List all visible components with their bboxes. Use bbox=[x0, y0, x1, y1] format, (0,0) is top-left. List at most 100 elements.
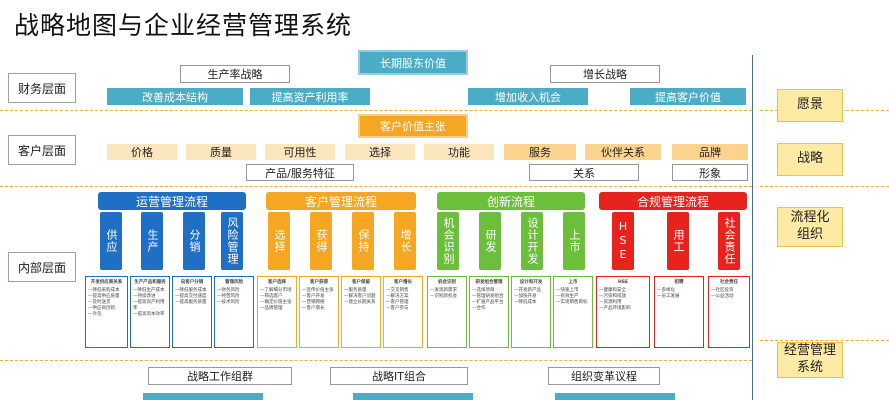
detail-line: —服务质量 bbox=[344, 288, 367, 293]
detail-title: 生产产品和服务 bbox=[134, 280, 166, 285]
detail-line: —客户参与 bbox=[386, 306, 409, 311]
bottom-item: 战略IT组合 bbox=[330, 367, 468, 385]
side-label-mgmt-system: 经营管理系统 bbox=[777, 342, 843, 378]
detail-line: —发现新需求 bbox=[430, 288, 457, 293]
customer-attribute: 品牌 bbox=[672, 144, 748, 160]
growth-strategy: 增长战略 bbox=[550, 65, 660, 83]
process-detail: 向客户分销 —降低服务成本—提高交付速度—提高服务质量 bbox=[172, 276, 212, 348]
detail-title: 客户获得 bbox=[310, 280, 328, 285]
customer-group-image: 形象 bbox=[672, 164, 748, 181]
detail-line: —提高资本效率 bbox=[133, 312, 165, 317]
detail-line: —降低生产成本 bbox=[133, 288, 165, 293]
financial-item: 增加收入机会 bbox=[468, 88, 588, 105]
process-step: 供应 bbox=[100, 212, 122, 270]
process-step: 分销 bbox=[183, 212, 205, 270]
divider-internal bbox=[0, 360, 752, 361]
process-step: 风险管理 bbox=[221, 212, 243, 270]
process-step: 上市 bbox=[563, 212, 585, 270]
process-step: 获得 bbox=[310, 212, 332, 270]
side-label-process-org: 流程化组织 bbox=[777, 207, 843, 247]
process-detail: 开发供应商关系—降低采购成本—提高供应质量—及时送货—供应商创新—外包 bbox=[85, 276, 128, 348]
detail-title: 研发组合管理 bbox=[475, 280, 503, 285]
detail-line: —识别新机会 bbox=[430, 294, 457, 299]
bottom-stub bbox=[353, 393, 473, 400]
process-step: 增长 bbox=[394, 212, 416, 270]
process-step: 社会责任 bbox=[718, 212, 740, 270]
productivity-strategy: 生产率战略 bbox=[180, 65, 290, 83]
detail-title: 上市 bbox=[568, 280, 578, 285]
detail-title: 客户增长 bbox=[394, 280, 412, 285]
row-label-internal: 内部层面 bbox=[8, 252, 76, 282]
detail-line: —快速上市 bbox=[556, 288, 579, 293]
detail-title: HSE bbox=[617, 280, 629, 285]
detail-line: —解决客户问题 bbox=[344, 294, 376, 299]
customer-attribute: 质量 bbox=[186, 144, 256, 160]
detail-title: 机会识别 bbox=[438, 280, 456, 285]
detail-line: —外包 bbox=[88, 312, 102, 317]
side-label-strategy: 战略 bbox=[777, 143, 843, 176]
process-detail: 客户选择—了解细分市场—筛选客户—确定价值主张—品牌管理 bbox=[257, 276, 297, 348]
detail-line: —公益活动 bbox=[711, 294, 734, 299]
detail-line: —降低成本 bbox=[514, 300, 537, 305]
detail-line: —提高供应质量 bbox=[88, 294, 120, 299]
customer-attribute: 选择 bbox=[345, 144, 415, 160]
detail-line: —技术风险 bbox=[217, 300, 240, 305]
process-detail: 机会识别 —发现新需求—识别新机会 bbox=[427, 276, 467, 348]
detail-line: —交叉销售 bbox=[386, 288, 409, 293]
process-step: 选择 bbox=[268, 212, 290, 270]
detail-title: 客户选择 bbox=[268, 280, 286, 285]
financial-item: 提高客户价值 bbox=[630, 88, 746, 105]
process-detail: 社会责任 —社区投资—公益活动 bbox=[708, 276, 750, 348]
divider-side-2 bbox=[760, 186, 889, 187]
process-step: 用工 bbox=[667, 212, 689, 270]
detail-line: —多样化 bbox=[657, 288, 675, 293]
detail-title: 设计和开发 bbox=[519, 280, 543, 285]
process-detail: 研发组合管理—选择项目—管理研发组合—扩展产品平台—合作 bbox=[469, 276, 509, 348]
detail-line: —客户管理 bbox=[386, 300, 409, 305]
customer-group-relationship: 关系 bbox=[529, 164, 639, 181]
detail-line: —降低服务成本 bbox=[175, 288, 207, 293]
financial-item: 改善成本结构 bbox=[107, 88, 243, 105]
customer-group-product: 产品/服务特征 bbox=[246, 164, 354, 181]
divider-side-3 bbox=[760, 340, 889, 341]
detail-line: —客户增长 bbox=[302, 306, 325, 311]
detail-line: —社区投资 bbox=[711, 288, 734, 293]
detail-line: —提高服务质量 bbox=[175, 300, 207, 305]
detail-line: —提高交付速度 bbox=[175, 294, 207, 299]
process-detail: 上市—快速上市—有效生产—实现销售目标 bbox=[553, 276, 593, 348]
detail-line: —员工发展 bbox=[657, 294, 680, 299]
detail-title: 招聘 bbox=[674, 280, 684, 285]
detail-line: —供应商创新 bbox=[88, 306, 115, 311]
process-detail: 管理风险—财务风险—经营风险—技术风险 bbox=[214, 276, 254, 348]
bottom-item: 战略工作组群 bbox=[148, 367, 292, 385]
financial-item: 提高资产利用率 bbox=[250, 88, 370, 105]
detail-title: 管理风险 bbox=[225, 280, 243, 285]
detail-line: —建立长期关系 bbox=[344, 300, 376, 305]
detail-line: —提高资产利用率 bbox=[133, 300, 165, 311]
detail-line: —营销网络 bbox=[302, 300, 325, 305]
detail-title: 社会责任 bbox=[720, 280, 738, 285]
detail-line: —实现销售目标 bbox=[556, 300, 588, 305]
process-compliance-header: 合规管理流程 bbox=[599, 192, 747, 210]
customer-attribute: 服务 bbox=[504, 144, 576, 160]
process-detail: 设计和开发—开发新产品—加快开发—降低成本 bbox=[511, 276, 551, 348]
process-detail: 生产产品和服务—降低生产成本—持续改进—提高资产利用率—提高资本效率 bbox=[130, 276, 170, 348]
divider-financial bbox=[0, 110, 752, 111]
long-term-shareholder-value: 长期股东价值 bbox=[358, 50, 468, 75]
detail-line: —了解细分市场 bbox=[260, 288, 292, 293]
row-label-customer: 客户层面 bbox=[8, 135, 76, 165]
detail-line: —合作 bbox=[472, 306, 486, 311]
process-innovation-header: 创新流程 bbox=[437, 192, 585, 210]
detail-line: —污染和排放 bbox=[599, 294, 626, 299]
detail-line: —资源利用 bbox=[599, 300, 622, 305]
detail-line: —财务风险 bbox=[217, 288, 240, 293]
page-title: 战略地图与企业经营管理系统 bbox=[14, 11, 353, 40]
process-detail: HSE—健康和安全—污染和排放—资源利用—产品环境影响 bbox=[596, 276, 650, 348]
side-label-vision: 愿景 bbox=[777, 89, 843, 122]
process-operations-header: 运营管理流程 bbox=[98, 192, 246, 210]
detail-title: 向客户分销 bbox=[180, 280, 204, 285]
divider-customer bbox=[0, 186, 752, 187]
detail-line: —品牌管理 bbox=[260, 306, 283, 311]
process-step: HSE bbox=[612, 212, 634, 270]
detail-line: —加快开发 bbox=[514, 294, 537, 299]
